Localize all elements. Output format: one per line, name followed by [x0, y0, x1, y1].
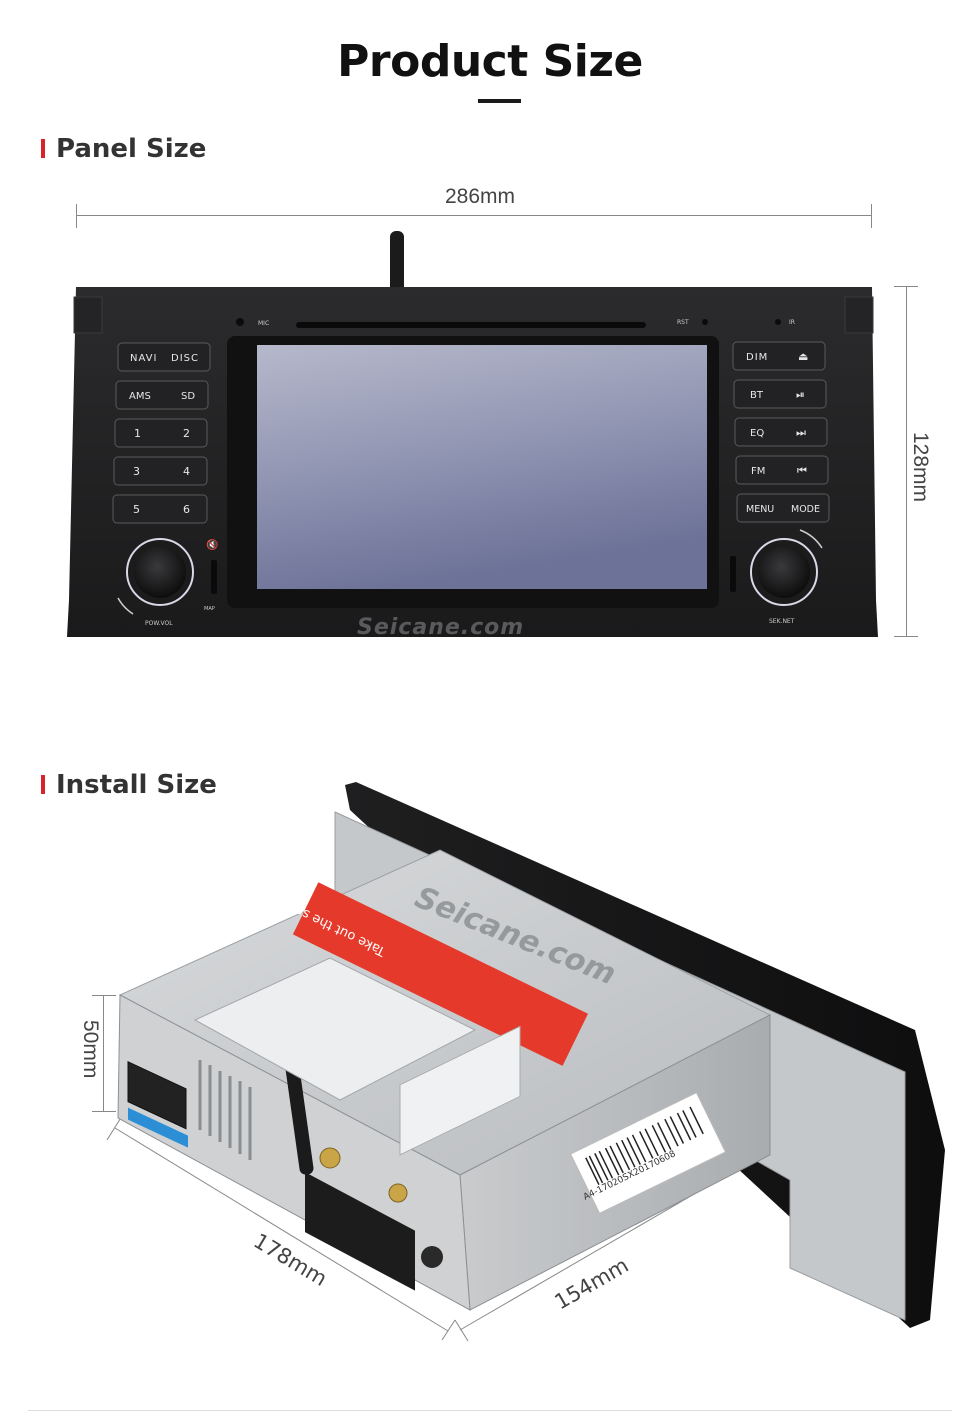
install-height-tick-bottom	[92, 1111, 116, 1112]
gps-antenna	[284, 1055, 314, 1175]
install-depth-tick-a	[106, 1115, 123, 1141]
button-5-label: 5	[133, 503, 140, 516]
panel-width-tick-right	[871, 204, 872, 228]
volume-knob[interactable]	[134, 546, 186, 598]
install-dimension-lines: 178mm 154mm	[106, 1115, 778, 1342]
disc-slot	[296, 322, 646, 328]
power-connector	[127, 1060, 187, 1130]
install-depth-tick-b	[441, 1319, 456, 1341]
rca-connector-block	[305, 1172, 415, 1291]
button-5-6[interactable]	[112, 494, 208, 524]
accent-bar	[41, 139, 45, 158]
panel-height-tick-bottom	[894, 636, 918, 637]
panel-height-tick-top	[894, 286, 918, 287]
mute-icon: 🔇	[206, 538, 218, 551]
sek-net-label: SEK.NET	[769, 618, 795, 625]
seek-knob[interactable]	[758, 546, 810, 598]
button-fm-prev[interactable]	[735, 455, 829, 485]
button-eq-next[interactable]	[734, 417, 828, 447]
button-sd-label: SD	[181, 391, 195, 402]
title-underline	[478, 99, 521, 103]
blue-connector	[128, 1107, 188, 1148]
rst-label: RST	[677, 319, 689, 326]
install-unit-chassis: Take out the screw before installing A4-…	[117, 782, 945, 1328]
left-button-column: NAVI DISC AMS SD 1 2 3 4 5 6	[112, 342, 211, 524]
button-bt-playpause[interactable]	[733, 379, 827, 409]
mic-hole	[236, 318, 244, 326]
map-label: MAP	[204, 606, 215, 612]
button-menu-mode[interactable]	[736, 493, 830, 523]
info-sticker	[399, 1025, 521, 1156]
button-mode-label: MODE	[791, 504, 820, 515]
panel-width-line	[76, 215, 872, 216]
play-pause-icon: ⏯	[796, 388, 805, 401]
sticker-red	[292, 882, 588, 1066]
button-navi-disc[interactable]	[117, 342, 211, 372]
button-navi-label: NAVI	[130, 353, 157, 364]
screen	[257, 345, 707, 589]
panel-width-label: 286mm	[445, 185, 516, 208]
head-unit-panel: MIC RST IR NAVI DISC AMS SD 1 2 3 4 5 6 …	[67, 231, 878, 640]
button-ams-sd[interactable]	[115, 380, 209, 410]
right-button-column: DIM ⏏ BT ⏯ EQ ⏭ FM ⏮ MENU MODE	[732, 341, 830, 523]
antenna	[390, 231, 404, 293]
install-height-line	[103, 995, 104, 1112]
left-tab	[73, 296, 103, 334]
button-4-label: 4	[183, 465, 190, 478]
antenna-connector	[319, 1147, 341, 1169]
back-vents	[198, 1060, 252, 1160]
accent-bar	[41, 775, 45, 794]
ir-sensor	[775, 319, 781, 325]
sd-card-slot-right	[730, 556, 736, 592]
spec-label	[193, 957, 477, 1101]
install-depth-line	[114, 1127, 449, 1332]
next-track-icon: ⏭	[796, 426, 806, 439]
install-size-heading: Install Size	[41, 770, 217, 800]
button-eq-label: EQ	[750, 428, 764, 439]
usb-port	[421, 1246, 443, 1268]
seek-arc	[799, 529, 823, 549]
pow-vol-label: POW.VOL	[145, 620, 173, 627]
panel-watermark: Seicane.com	[357, 615, 524, 640]
button-6-label: 6	[183, 503, 190, 516]
barcode-label	[569, 1091, 727, 1215]
rst-hole	[702, 319, 708, 325]
install-height-tick-top	[92, 995, 116, 996]
button-2-label: 2	[183, 427, 190, 440]
ir-label: IR	[789, 319, 795, 326]
right-tab	[844, 296, 874, 334]
button-dim-eject[interactable]	[732, 341, 826, 371]
button-fm-label: FM	[751, 466, 765, 477]
install-width-tick-a	[454, 1319, 469, 1342]
button-3-label: 3	[133, 465, 140, 478]
button-1-label: 1	[134, 427, 141, 440]
mic-label: MIC	[258, 320, 269, 327]
sd-card-slot-left	[211, 560, 217, 594]
panel-width-tick-left	[76, 204, 77, 228]
button-1-2[interactable]	[114, 418, 208, 448]
volume-arc	[117, 597, 134, 615]
gps-connector	[388, 1183, 408, 1203]
button-3-4[interactable]	[113, 456, 208, 486]
barcode	[585, 1106, 704, 1186]
prev-track-icon: ⏮	[797, 464, 807, 477]
button-dim-label: DIM	[746, 352, 768, 363]
panel-size-heading: Panel Size	[41, 134, 206, 164]
eject-icon: ⏏	[798, 350, 808, 363]
panel-size-heading-text: Panel Size	[56, 134, 207, 164]
button-bt-label: BT	[750, 390, 764, 401]
button-disc-label: DISC	[171, 353, 199, 364]
panel-height-line	[906, 286, 907, 637]
page-title: Product Size	[337, 36, 643, 87]
install-size-heading-text: Install Size	[56, 770, 217, 800]
button-menu-label: MENU	[746, 504, 774, 515]
button-ams-label: AMS	[129, 391, 151, 402]
